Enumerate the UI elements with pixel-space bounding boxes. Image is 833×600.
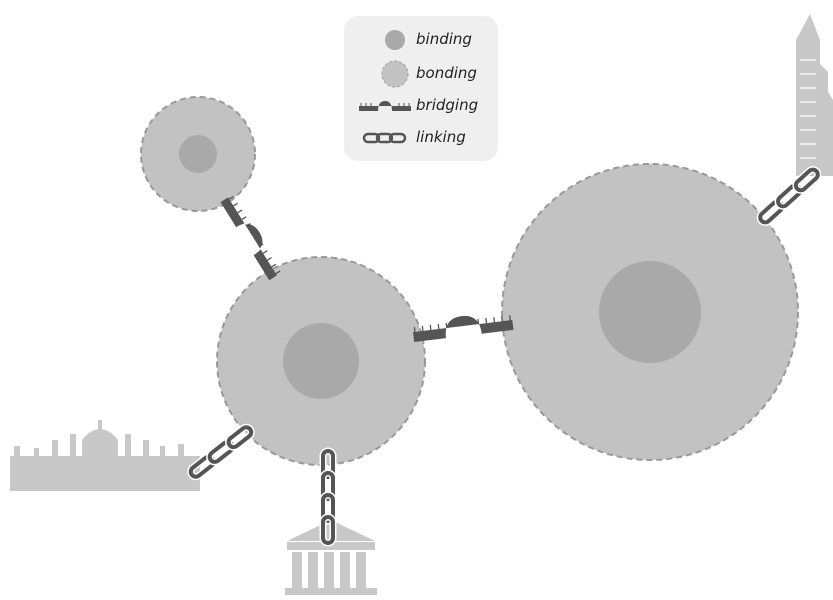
bridge-icon <box>352 92 412 120</box>
skyscraper-building-icon <box>796 14 833 176</box>
legend-item-linking: linking <box>344 124 498 152</box>
temple-building-icon <box>285 520 377 595</box>
large-group-core <box>599 261 701 363</box>
legend: binding bonding bridging linking <box>344 16 498 161</box>
legend-item-binding: binding <box>344 26 498 54</box>
small-group-core <box>179 135 217 173</box>
bridging-bridge-small-medium <box>220 195 281 281</box>
legend-label-linking: linking <box>416 128 466 146</box>
medium-group-core <box>283 323 359 399</box>
legend-label-bonding: bonding <box>416 64 477 82</box>
bridging-bridge-medium-large <box>413 315 514 343</box>
bonding-icon <box>352 60 412 88</box>
parliament-building-icon <box>10 420 200 491</box>
binding-icon <box>352 26 412 54</box>
linking-chain-skyscraper <box>758 168 820 225</box>
legend-label-binding: binding <box>416 30 472 48</box>
legend-label-bridging: bridging <box>416 96 479 114</box>
legend-item-bridging: bridging <box>344 92 498 120</box>
chain-icon <box>352 124 412 152</box>
legend-item-bonding: bonding <box>344 60 498 88</box>
